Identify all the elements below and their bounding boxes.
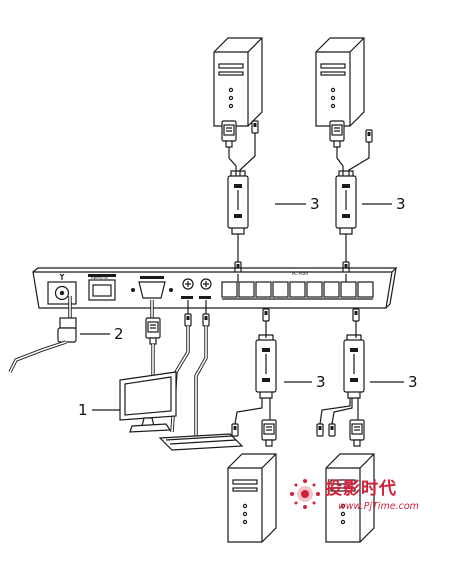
adapter-cable-bottom-left (231, 334, 277, 447)
watermark-logo (290, 479, 320, 509)
callout-1: 1 (78, 401, 88, 419)
computer-bottom-left (227, 453, 277, 543)
kvm-switch: REMOTE PC PORT (32, 267, 398, 309)
adapter-cable-top-left (221, 120, 259, 275)
adapter-cable-bottom-right (316, 334, 365, 447)
watermark-url: www.PjTime.com (338, 501, 419, 512)
callout-3-bottom-left: 3 (316, 373, 326, 391)
callout-2: 2 (114, 325, 124, 343)
pc-port-row (221, 281, 374, 300)
remote-label: REMOTE (91, 275, 108, 280)
console-cables (145, 300, 210, 442)
keyboard (158, 433, 244, 451)
monitor (119, 371, 177, 433)
adapter-cable-top-right (329, 120, 373, 275)
pc-port-label: PC PORT (292, 271, 310, 276)
callout-3-top-right: 3 (396, 195, 406, 213)
callout-3-top-left: 3 (310, 195, 320, 213)
computer-top-left (213, 37, 263, 127)
power-adapter (8, 296, 77, 373)
watermark-title: 投影时代 (325, 478, 397, 499)
callout-3-bottom-right: 3 (408, 373, 418, 391)
computer-top-right (315, 37, 365, 127)
